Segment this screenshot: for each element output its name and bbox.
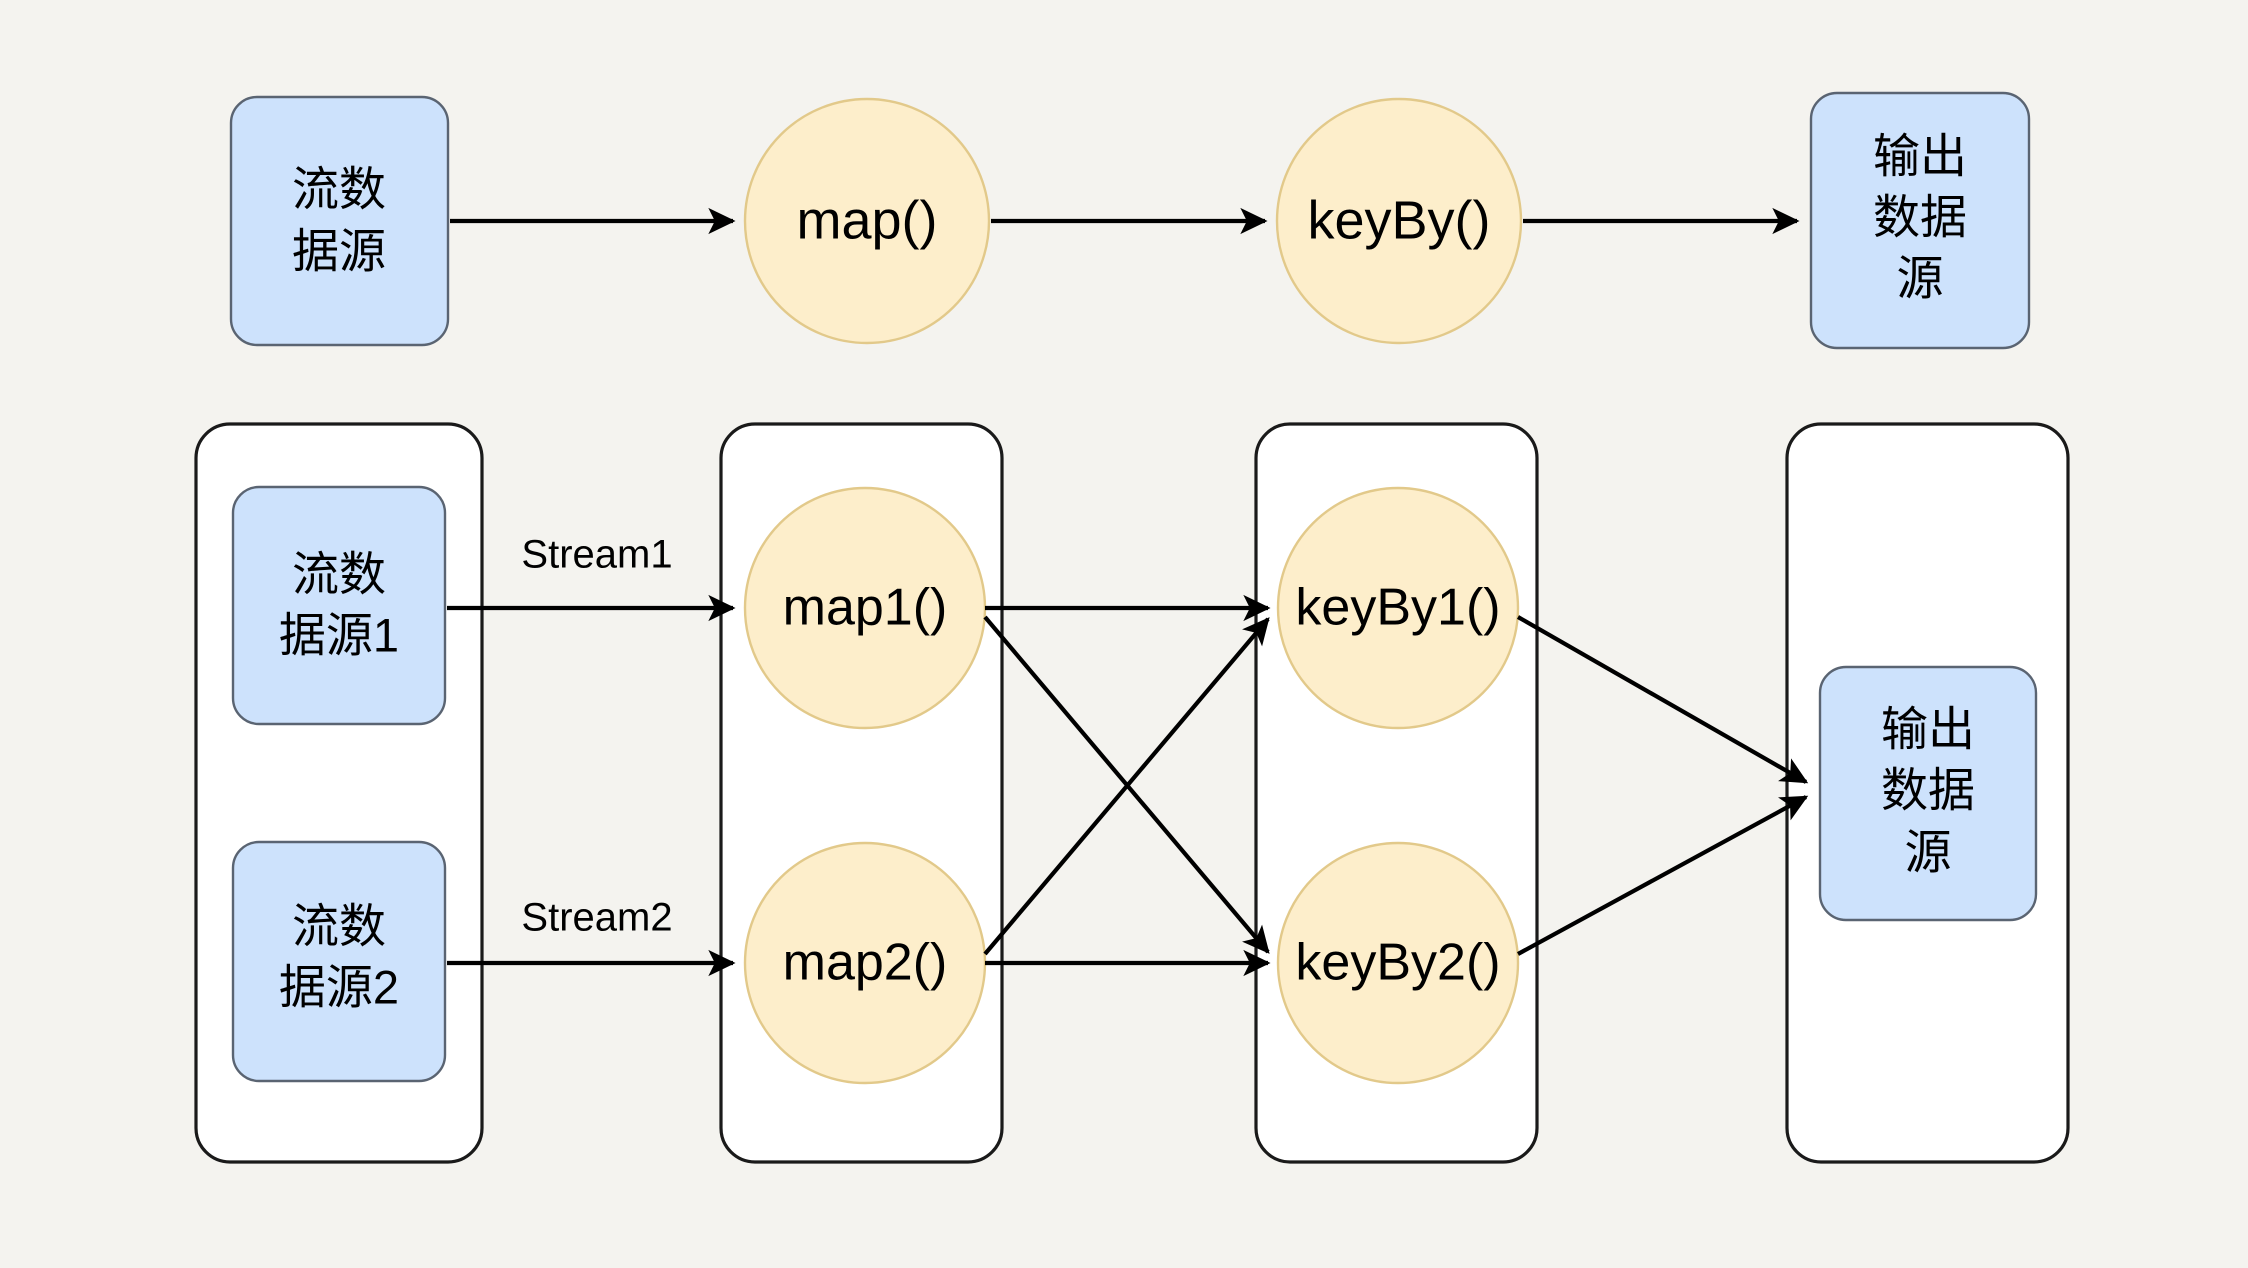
sink-top-label-line3: 源 — [1897, 251, 1944, 304]
source-2-label-line2: 据源2 — [279, 960, 399, 1013]
keyby-1-shape[interactable] — [1276, 486, 1520, 730]
map-2-label: map2() — [783, 934, 948, 992]
edge-keyby-1-to-sink — [1516, 615, 1809, 784]
source-1-label-line2: 据源1 — [279, 608, 399, 661]
keyby-1-label: keyBy1() — [1295, 579, 1500, 637]
edge-map-2-to-keyby-1 — [983, 617, 1270, 956]
node-keyby-top[interactable]: keyBy() — [1275, 97, 1523, 345]
node-keyby-1[interactable]: keyBy1() — [1276, 486, 1520, 730]
source-1-shape[interactable] — [231, 485, 447, 726]
edge-label-stream2: Stream2 — [521, 896, 672, 940]
source-2-shape[interactable] — [231, 840, 447, 1083]
map-1-label: map1() — [783, 579, 948, 637]
sink-bottom-label-line1: 输出 — [1881, 702, 1975, 755]
keyby-top-label: keyBy() — [1307, 190, 1490, 250]
node-sink-top[interactable]: 输出 数据 源 — [1809, 91, 2031, 350]
single-stream-pipeline: 流数 据源 map() keyBy() 输出 数据 源 — [229, 91, 2031, 350]
sink-top-shape[interactable] — [1809, 91, 2031, 350]
source-top-shape[interactable] — [229, 95, 450, 347]
node-map-2[interactable]: map2() — [743, 841, 987, 1085]
node-source-1[interactable]: 流数 据源1 — [231, 485, 447, 726]
sink-bottom-shape[interactable] — [1818, 665, 2038, 922]
node-map-1[interactable]: map1() — [743, 486, 987, 730]
map-top-label: map() — [796, 190, 937, 250]
keyby-top-shape[interactable] — [1275, 97, 1523, 345]
edge-label-stream1: Stream1 — [521, 533, 672, 577]
source-2-label-line1: 流数 — [292, 899, 386, 952]
node-source-top[interactable]: 流数 据源 — [229, 95, 450, 347]
keyby-2-shape[interactable] — [1276, 841, 1520, 1085]
node-map-top[interactable]: map() — [743, 97, 991, 345]
source-top-label-line2: 据源 — [292, 224, 386, 277]
map-top-shape[interactable] — [743, 97, 991, 345]
sink-bottom-label-line3: 源 — [1905, 825, 1952, 878]
node-sink-bottom[interactable]: 输出 数据 源 — [1818, 665, 2038, 922]
node-keyby-2[interactable]: keyBy2() — [1276, 841, 1520, 1085]
node-source-2[interactable]: 流数 据源2 — [231, 840, 447, 1083]
source-top-label-line1: 流数 — [292, 162, 386, 215]
sink-top-label-line1: 输出 — [1873, 129, 1967, 182]
sink-bottom-label-line2: 数据 — [1881, 763, 1975, 816]
keyby-2-label: keyBy2() — [1295, 934, 1500, 992]
edge-keyby-2-to-sink — [1516, 795, 1809, 956]
parallel-pipeline: 流数 据源1 流数 据源2 map1() map2() — [194, 422, 2070, 1164]
sink-top-label-line2: 数据 — [1873, 190, 1967, 243]
source-1-label-line1: 流数 — [292, 547, 386, 600]
